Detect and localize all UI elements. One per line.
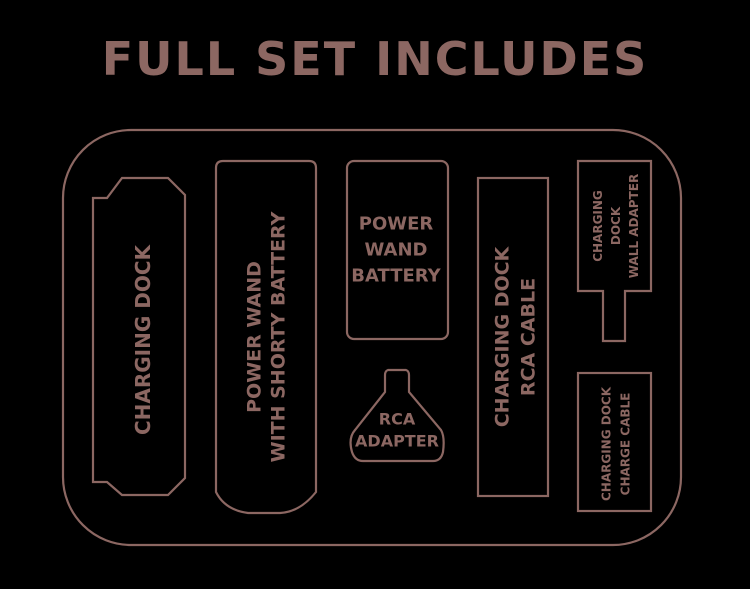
wall-adapter-outline (576, 159, 653, 343)
charge-cable-outline (576, 371, 653, 513)
label-line: BATTERY (351, 265, 441, 286)
label-line: CHARGING (591, 190, 605, 262)
power-wand-battery-label: POWER WAND BATTERY (351, 213, 441, 286)
rca-adapter-outline (349, 368, 445, 463)
tray-outline (61, 128, 683, 547)
charging-dock-label: CHARGING DOCK (131, 243, 155, 435)
rca-cable-outline (476, 176, 550, 498)
rca-adapter-label: RCA ADAPTER (355, 410, 439, 451)
label-line: CHARGING DOCK (131, 243, 155, 435)
label-line: ADAPTER (355, 432, 439, 451)
label-line: CHARGING DOCK (600, 386, 614, 501)
label-line: WALL ADAPTER (627, 174, 641, 278)
label-line: RCA (379, 410, 416, 429)
power-wand-battery-outline (345, 159, 450, 341)
label-line: CHARGING DOCK (492, 245, 514, 427)
charge-cable-label: CHARGING DOCK CHARGE CABLE (600, 386, 633, 501)
charging-dock-outline (91, 176, 187, 497)
page-title: FULL SET INCLUDES (102, 32, 649, 86)
label-line: DOCK (609, 206, 623, 245)
label-line: POWER WAND (244, 261, 266, 413)
label-line: WITH SHORTY BATTERY (268, 211, 290, 462)
label-line: WAND (365, 239, 428, 260)
label-line: POWER (359, 213, 434, 234)
wall-adapter-label: CHARGING DOCK WALL ADAPTER (591, 174, 641, 278)
label-line: CHARGE CABLE (619, 393, 633, 496)
power-wand-outline (214, 159, 318, 515)
label-line: RCA CABLE (518, 278, 540, 396)
